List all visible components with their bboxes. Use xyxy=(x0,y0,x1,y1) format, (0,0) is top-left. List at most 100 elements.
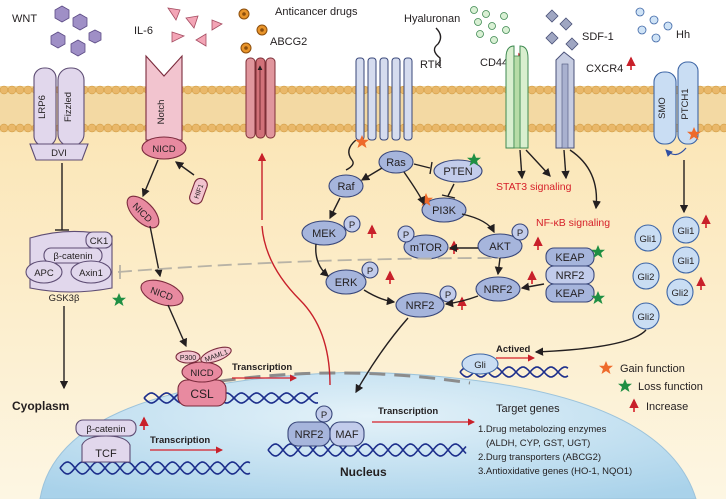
lipid-head xyxy=(303,123,313,133)
lipid-head xyxy=(119,85,129,95)
mek-erk-arrow xyxy=(315,243,329,277)
svg-text:LRP6: LRP6 xyxy=(37,95,48,119)
svg-text:KEAP: KEAP xyxy=(555,288,584,300)
nucleus-label: Nucleus xyxy=(340,465,387,479)
lipid-head xyxy=(455,123,465,133)
lipid-head xyxy=(95,123,105,133)
lrp6-receptor: LRP6 xyxy=(33,67,57,147)
raf-label: Raf xyxy=(337,181,355,193)
mtor-label: mTOR xyxy=(410,242,442,254)
lipid-head xyxy=(183,85,193,95)
nrf2-nuc-phospho xyxy=(315,405,333,423)
ptch1-smo-arrow xyxy=(665,147,687,157)
il6-ligands xyxy=(167,7,223,47)
lipid-head xyxy=(423,123,433,133)
abcg2-label: ABCG2 xyxy=(270,36,307,48)
lipid-head xyxy=(543,123,553,133)
lipid-head xyxy=(463,85,473,95)
nicd-node-3 xyxy=(140,279,184,307)
lipid-head xyxy=(199,85,209,95)
svg-text:DVI: DVI xyxy=(51,148,67,159)
actived-label: Actived xyxy=(496,344,531,355)
erk-nrf2-arrow xyxy=(363,289,396,306)
lipid-head xyxy=(703,85,713,95)
destruction-complex: CK1 β-catenin APC Axin1 GSK3β xyxy=(25,230,113,304)
lipid-head xyxy=(327,85,337,95)
lipid-head xyxy=(87,85,97,95)
akt-nrf2-arrow xyxy=(494,257,504,276)
sdf1-label: SDF-1 xyxy=(582,31,614,43)
notch-arrow-2 xyxy=(149,225,163,278)
legend-gain-star xyxy=(599,361,613,374)
nrf2-nrf2p-arrow xyxy=(444,295,479,308)
lipid-head xyxy=(615,123,625,133)
keap-box-bot xyxy=(545,283,595,303)
lipid-head xyxy=(15,85,25,95)
cd44-receptor xyxy=(505,45,529,149)
svg-text:TCF: TCF xyxy=(95,448,117,460)
lipid-head xyxy=(575,85,585,95)
transcription-label-wnt: Transcription xyxy=(150,435,210,446)
lipid-head xyxy=(495,85,505,95)
lipid-head xyxy=(703,123,713,133)
lipid-head xyxy=(599,85,609,95)
target-gene-line-2: (ALDH, CYP, GST, UGT) xyxy=(486,438,590,449)
lipid-head xyxy=(295,123,305,133)
p300-node xyxy=(175,350,201,364)
lipid-head xyxy=(327,123,337,133)
svg-text:NRF2: NRF2 xyxy=(556,270,585,282)
sdf1-ligands xyxy=(545,9,579,51)
wnt-label: WNT xyxy=(12,13,37,25)
lipid-head xyxy=(415,85,425,95)
dna-strand xyxy=(143,392,319,404)
frizzled-receptor: Fizzled xyxy=(57,67,85,147)
svg-text:P: P xyxy=(367,266,373,277)
lipid-head xyxy=(111,85,121,95)
erk-node xyxy=(325,269,367,295)
svg-text:Gli1: Gli1 xyxy=(678,256,695,267)
lipid-head xyxy=(495,123,505,133)
ras-label: Ras xyxy=(386,157,406,169)
lipid-head xyxy=(7,85,17,95)
nfkb-signaling-label: NF-κB signaling xyxy=(536,217,610,229)
hyaluronan-chain xyxy=(433,27,442,66)
cytoplasm-label: Cyoplasm xyxy=(12,399,69,413)
cxcr4-arrow-stat3 xyxy=(561,149,570,180)
svg-text:P: P xyxy=(403,230,409,241)
lipid-head xyxy=(591,123,601,133)
transcription-label-notch: Transcription xyxy=(232,362,292,373)
rtk-receptor xyxy=(355,57,413,141)
lipid-head xyxy=(719,85,726,95)
legend-gain-label: Gain function xyxy=(620,363,685,375)
lipid-head xyxy=(103,85,113,95)
lipid-head xyxy=(343,123,353,133)
svg-text:SMO: SMO xyxy=(657,97,668,119)
lipid-head xyxy=(439,123,449,133)
ras-pten-inhibit-bar xyxy=(429,161,433,175)
lipid-head xyxy=(591,85,601,95)
dna-strand xyxy=(59,461,251,475)
cxcr4-arrow-nfkb xyxy=(569,149,601,210)
lipid-head xyxy=(207,85,217,95)
loss-star-pten xyxy=(467,153,481,166)
lipid-head xyxy=(583,85,593,95)
lipid-head xyxy=(191,85,201,95)
notch-nuclear-complex: CSL NICD P300 MAML1 xyxy=(175,346,232,407)
svg-text:APC: APC xyxy=(34,268,54,279)
transcription-label-nrf2: Transcription xyxy=(378,406,438,417)
target-genes-list: 1.Drug metabolozing enzymes (ALDH, CYP, … xyxy=(478,424,632,477)
lipid-head xyxy=(135,123,145,133)
lipid-head xyxy=(231,85,241,95)
lipid-head xyxy=(191,123,201,133)
svg-text:Gli2: Gli2 xyxy=(638,272,655,283)
anticancer-drug-dots xyxy=(238,8,268,54)
lipid-head xyxy=(543,85,553,95)
nrf2-label-cyto: NRF2 xyxy=(484,284,513,296)
erk-phospho xyxy=(361,261,379,279)
pi3k-label: PI3K xyxy=(432,205,457,217)
lipid-head xyxy=(103,123,113,133)
akt-phospho xyxy=(511,223,529,241)
svg-text:Gli1: Gli1 xyxy=(678,226,695,237)
nrf2-node-p xyxy=(395,292,445,318)
